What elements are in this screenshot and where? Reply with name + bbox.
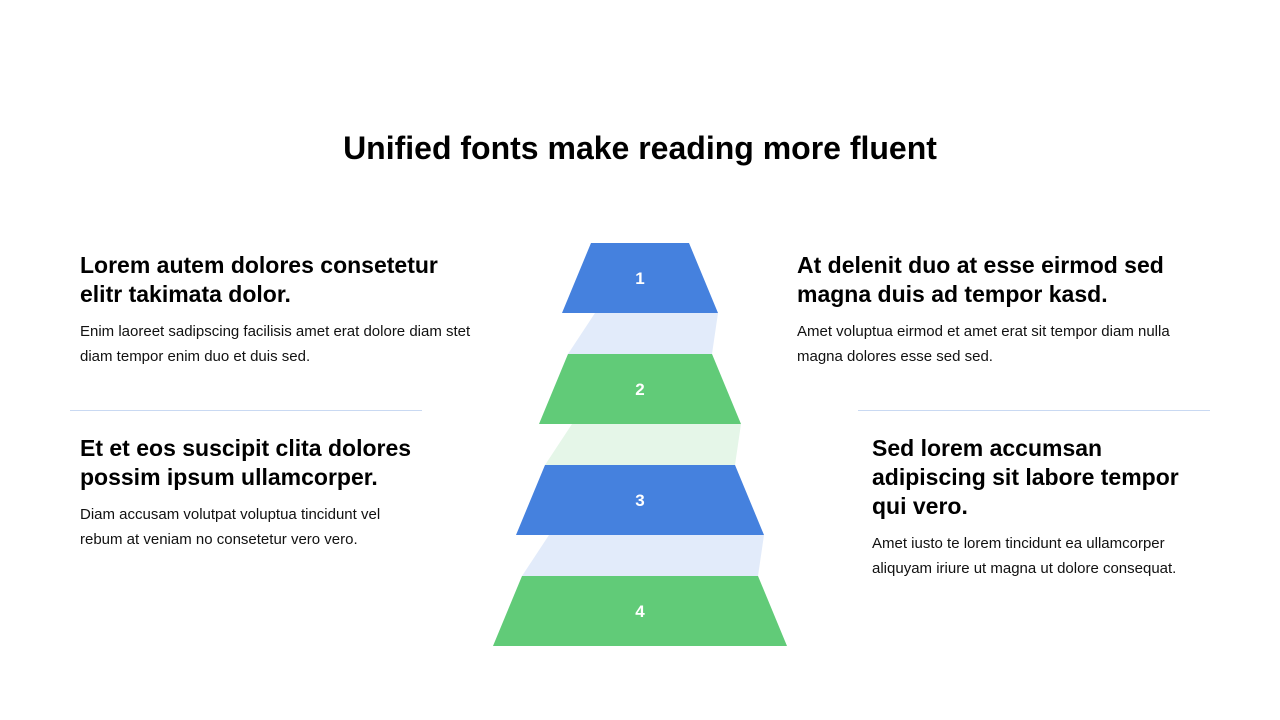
pyramid-connector-3 <box>522 535 764 576</box>
divider-right <box>858 410 1210 411</box>
block-body-1: Enim laoreet sadipscing facilisis amet e… <box>80 323 471 365</box>
pyramid-connector-1 <box>568 313 718 354</box>
pyramid-tier-1 <box>562 243 718 313</box>
block-heading-3: Et et eos suscipit clita dolores possim … <box>80 435 412 490</box>
pyramid-tier-2 <box>539 354 741 424</box>
pyramid-tier-label-3: 3 <box>635 491 644 510</box>
block-body-2: Amet voluptua eirmod et amet erat sit te… <box>797 323 1170 365</box>
slide-title: Unified fonts make reading more fluent <box>343 130 937 166</box>
text-block-2: At delenit duo at esse eirmod sed magna … <box>797 251 1207 369</box>
pyramid-tier-label-2: 2 <box>635 380 644 399</box>
block-body-4: Amet iusto te lorem tincidunt ea ullamco… <box>872 535 1177 577</box>
text-block-3: Et et eos suscipit clita dolores possim … <box>80 434 420 552</box>
text-block-4: Sed lorem accumsan adipiscing sit labore… <box>872 434 1212 581</box>
pyramid-tier-4 <box>493 576 787 646</box>
text-block-1: Lorem autem dolores consetetur elitr tak… <box>80 251 480 369</box>
divider-left <box>70 410 422 411</box>
pyramid-tier-3 <box>516 465 764 535</box>
pyramid-tier-label-1: 1 <box>635 269 644 288</box>
block-heading-1: Lorem autem dolores consetetur elitr tak… <box>80 252 438 307</box>
block-body-3: Diam accusam volutpat voluptua tincidunt… <box>80 506 381 548</box>
pyramid-connector-2 <box>545 424 741 465</box>
block-heading-2: At delenit duo at esse eirmod sed magna … <box>797 252 1164 307</box>
block-heading-4: Sed lorem accumsan adipiscing sit labore… <box>872 435 1179 519</box>
pyramid-tier-label-4: 4 <box>635 602 645 621</box>
